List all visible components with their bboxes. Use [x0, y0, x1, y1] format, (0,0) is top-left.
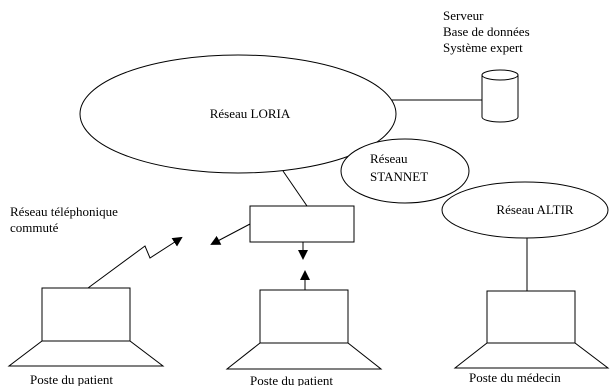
- network-altir-ellipse: [441, 181, 609, 239]
- server-label: Serveur Base de données Système expert: [443, 8, 530, 55]
- server-label-line-2: Base de données: [443, 24, 530, 39]
- patient-station-1-icon: [7, 287, 165, 367]
- network-stannet-label-line-2: STANNET: [370, 169, 428, 184]
- network-stannet-label-line-1: Réseau: [370, 151, 408, 166]
- network-altir-label: Réseau ALTIR: [496, 202, 573, 217]
- server-label-line-3: Système expert: [443, 40, 523, 55]
- server-label-line-1: Serveur: [443, 8, 484, 23]
- phone-network-label-line-1: Réseau téléphonique: [10, 204, 118, 219]
- server-database-icon: [481, 69, 519, 123]
- network-loria-ellipse: [79, 54, 397, 174]
- router-box: [249, 205, 355, 243]
- patient-station-1-label: Poste du patient: [30, 372, 113, 386]
- phone-network-label-line-2: commuté: [10, 220, 59, 235]
- patient-station-2-icon: [225, 289, 383, 370]
- link-loria-router: [282, 170, 308, 207]
- doctor-station-icon: [453, 290, 610, 369]
- router-to-phone-arrow: [210, 223, 251, 245]
- doctor-station-label: Poste du médecin: [469, 370, 561, 385]
- patient-station-2-label: Poste du patient: [250, 373, 333, 386]
- network-stannet-ellipse: [340, 138, 470, 204]
- phone-link-zigzag: [87, 236, 183, 289]
- network-loria-label: Réseau LORIA: [210, 106, 291, 121]
